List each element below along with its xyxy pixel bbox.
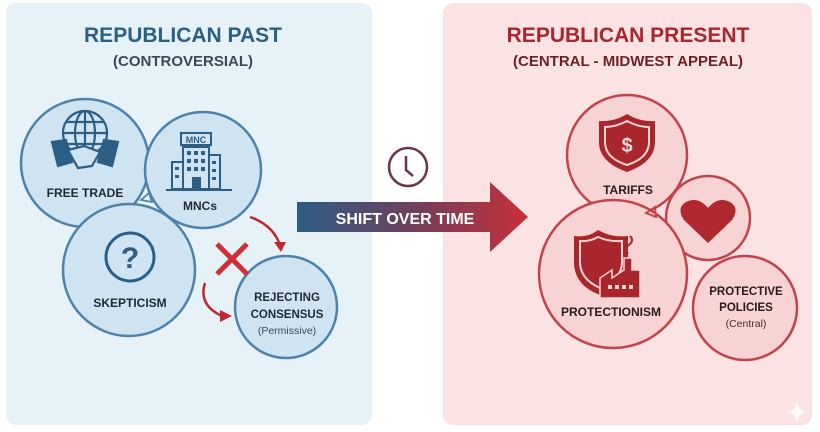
mnc-sign: MNC <box>186 135 207 145</box>
past-title: REPUBLICAN PAST <box>84 24 282 47</box>
svg-text:?: ? <box>121 242 139 275</box>
red-x-icon <box>215 242 249 276</box>
protective-policies-circle <box>691 254 799 362</box>
curved-arrow-icon <box>202 215 282 318</box>
present-subtitle: (CENTRAL - MIDWEST APPEAL) <box>513 53 743 70</box>
arrowhead-1 <box>274 242 286 252</box>
mncs-label: MNCs <box>183 199 217 213</box>
skepticism-label: SKEPTICISM <box>93 296 166 310</box>
building-icon <box>166 132 232 191</box>
rejecting-consensus-circle <box>233 254 339 360</box>
free-trade-label: FREE TRADE <box>47 186 124 200</box>
tariffs-label: TARIFFS <box>603 183 653 197</box>
svg-text:$: $ <box>621 135 632 157</box>
arrowhead-2 <box>220 310 232 322</box>
policies-label: POLICIES <box>719 302 773 314</box>
heart-icon <box>680 200 736 243</box>
protectionism-label: PROTECTIONISM <box>561 305 661 319</box>
globe-handshake-icon <box>50 109 120 170</box>
connector-triangle <box>644 205 658 219</box>
sparkle-icon <box>788 402 806 422</box>
shield-dollar-icon: $ <box>599 114 655 172</box>
past-subtitle: (CONTROVERSIAL) <box>113 53 253 70</box>
present-title: REPUBLICAN PRESENT <box>507 24 750 47</box>
central-label: (Central) <box>726 318 767 330</box>
protective-label: PROTECTIVE <box>709 286 783 298</box>
consensus-label: CONSENSUS <box>251 309 324 321</box>
question-icon: ? <box>104 231 156 283</box>
connector-triangle <box>139 191 154 204</box>
skepticism-circle <box>61 202 197 338</box>
shield-factory-icon <box>574 230 641 299</box>
past-circles <box>19 97 339 360</box>
clock-icon <box>387 146 429 188</box>
shift-arrow <box>297 182 528 252</box>
shift-label: SHIFT OVER TIME <box>336 211 475 228</box>
permissive-label: (Permissive) <box>258 325 316 337</box>
rejecting-label: REJECTING <box>254 292 320 304</box>
